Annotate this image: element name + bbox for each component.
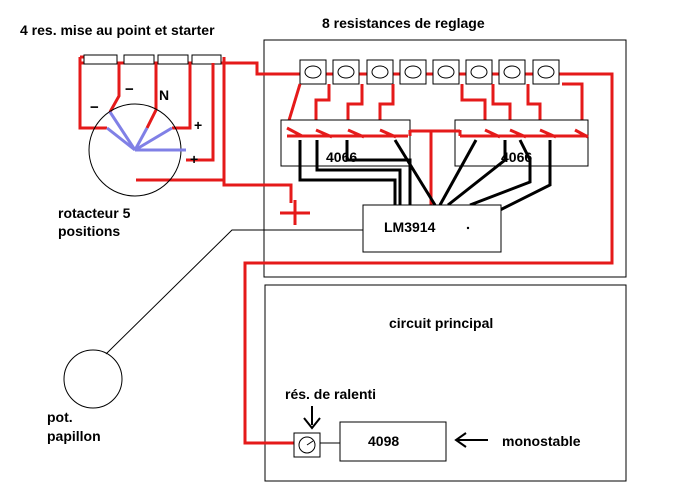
rotary-neutral-label: N [159,87,169,103]
monostable-label: monostable [502,433,581,449]
main-circuit-label: circuit principal [389,315,493,331]
switch-ic-left-label: 4066 [326,149,357,165]
throttle-pot-label-line1: pot. [47,409,73,425]
rotary-switch-label-line2: positions [58,223,120,239]
monostable-ic-box [339,421,447,462]
points-resistor-bank [83,54,222,65]
rotary-minus-label: − [125,81,134,98]
rotary-minus-label: − [90,99,99,116]
driver-ic-label: LM3914 [384,219,436,235]
driver-ic-box [362,204,502,253]
points-resistors-label: 4 res. mise au point et starter [20,22,215,38]
switch-ic-right-label: 4066 [501,149,532,165]
tuning-resistor [432,59,460,85]
points-resistor [157,54,189,65]
main-circuit-frame [264,284,627,482]
rotary-plus-label: + [194,117,202,133]
control-wires [298,139,552,212]
points-resistor-wires [78,57,310,225]
idle-resistor-label: rés. de ralenti [285,386,376,402]
rotary-rotor [106,111,186,152]
throttle-pot [63,349,123,409]
control-board-frame [263,39,627,278]
points-resistor [83,54,118,65]
rotary-plus-label: + [190,151,198,167]
rotary-switch-label-line1: rotacteur 5 [58,205,131,221]
throttle-pot-label-line2: papillon [47,428,101,444]
tuning-resistor-array [299,59,560,85]
pin-marker [466,226,470,230]
monostable-ic-label: 4098 [368,433,399,449]
points-resistor [191,54,222,65]
throttle-pot-wire [105,229,363,355]
points-resistor [123,54,155,65]
tuning-resistors-label: 8 resistances de reglage [322,15,485,31]
